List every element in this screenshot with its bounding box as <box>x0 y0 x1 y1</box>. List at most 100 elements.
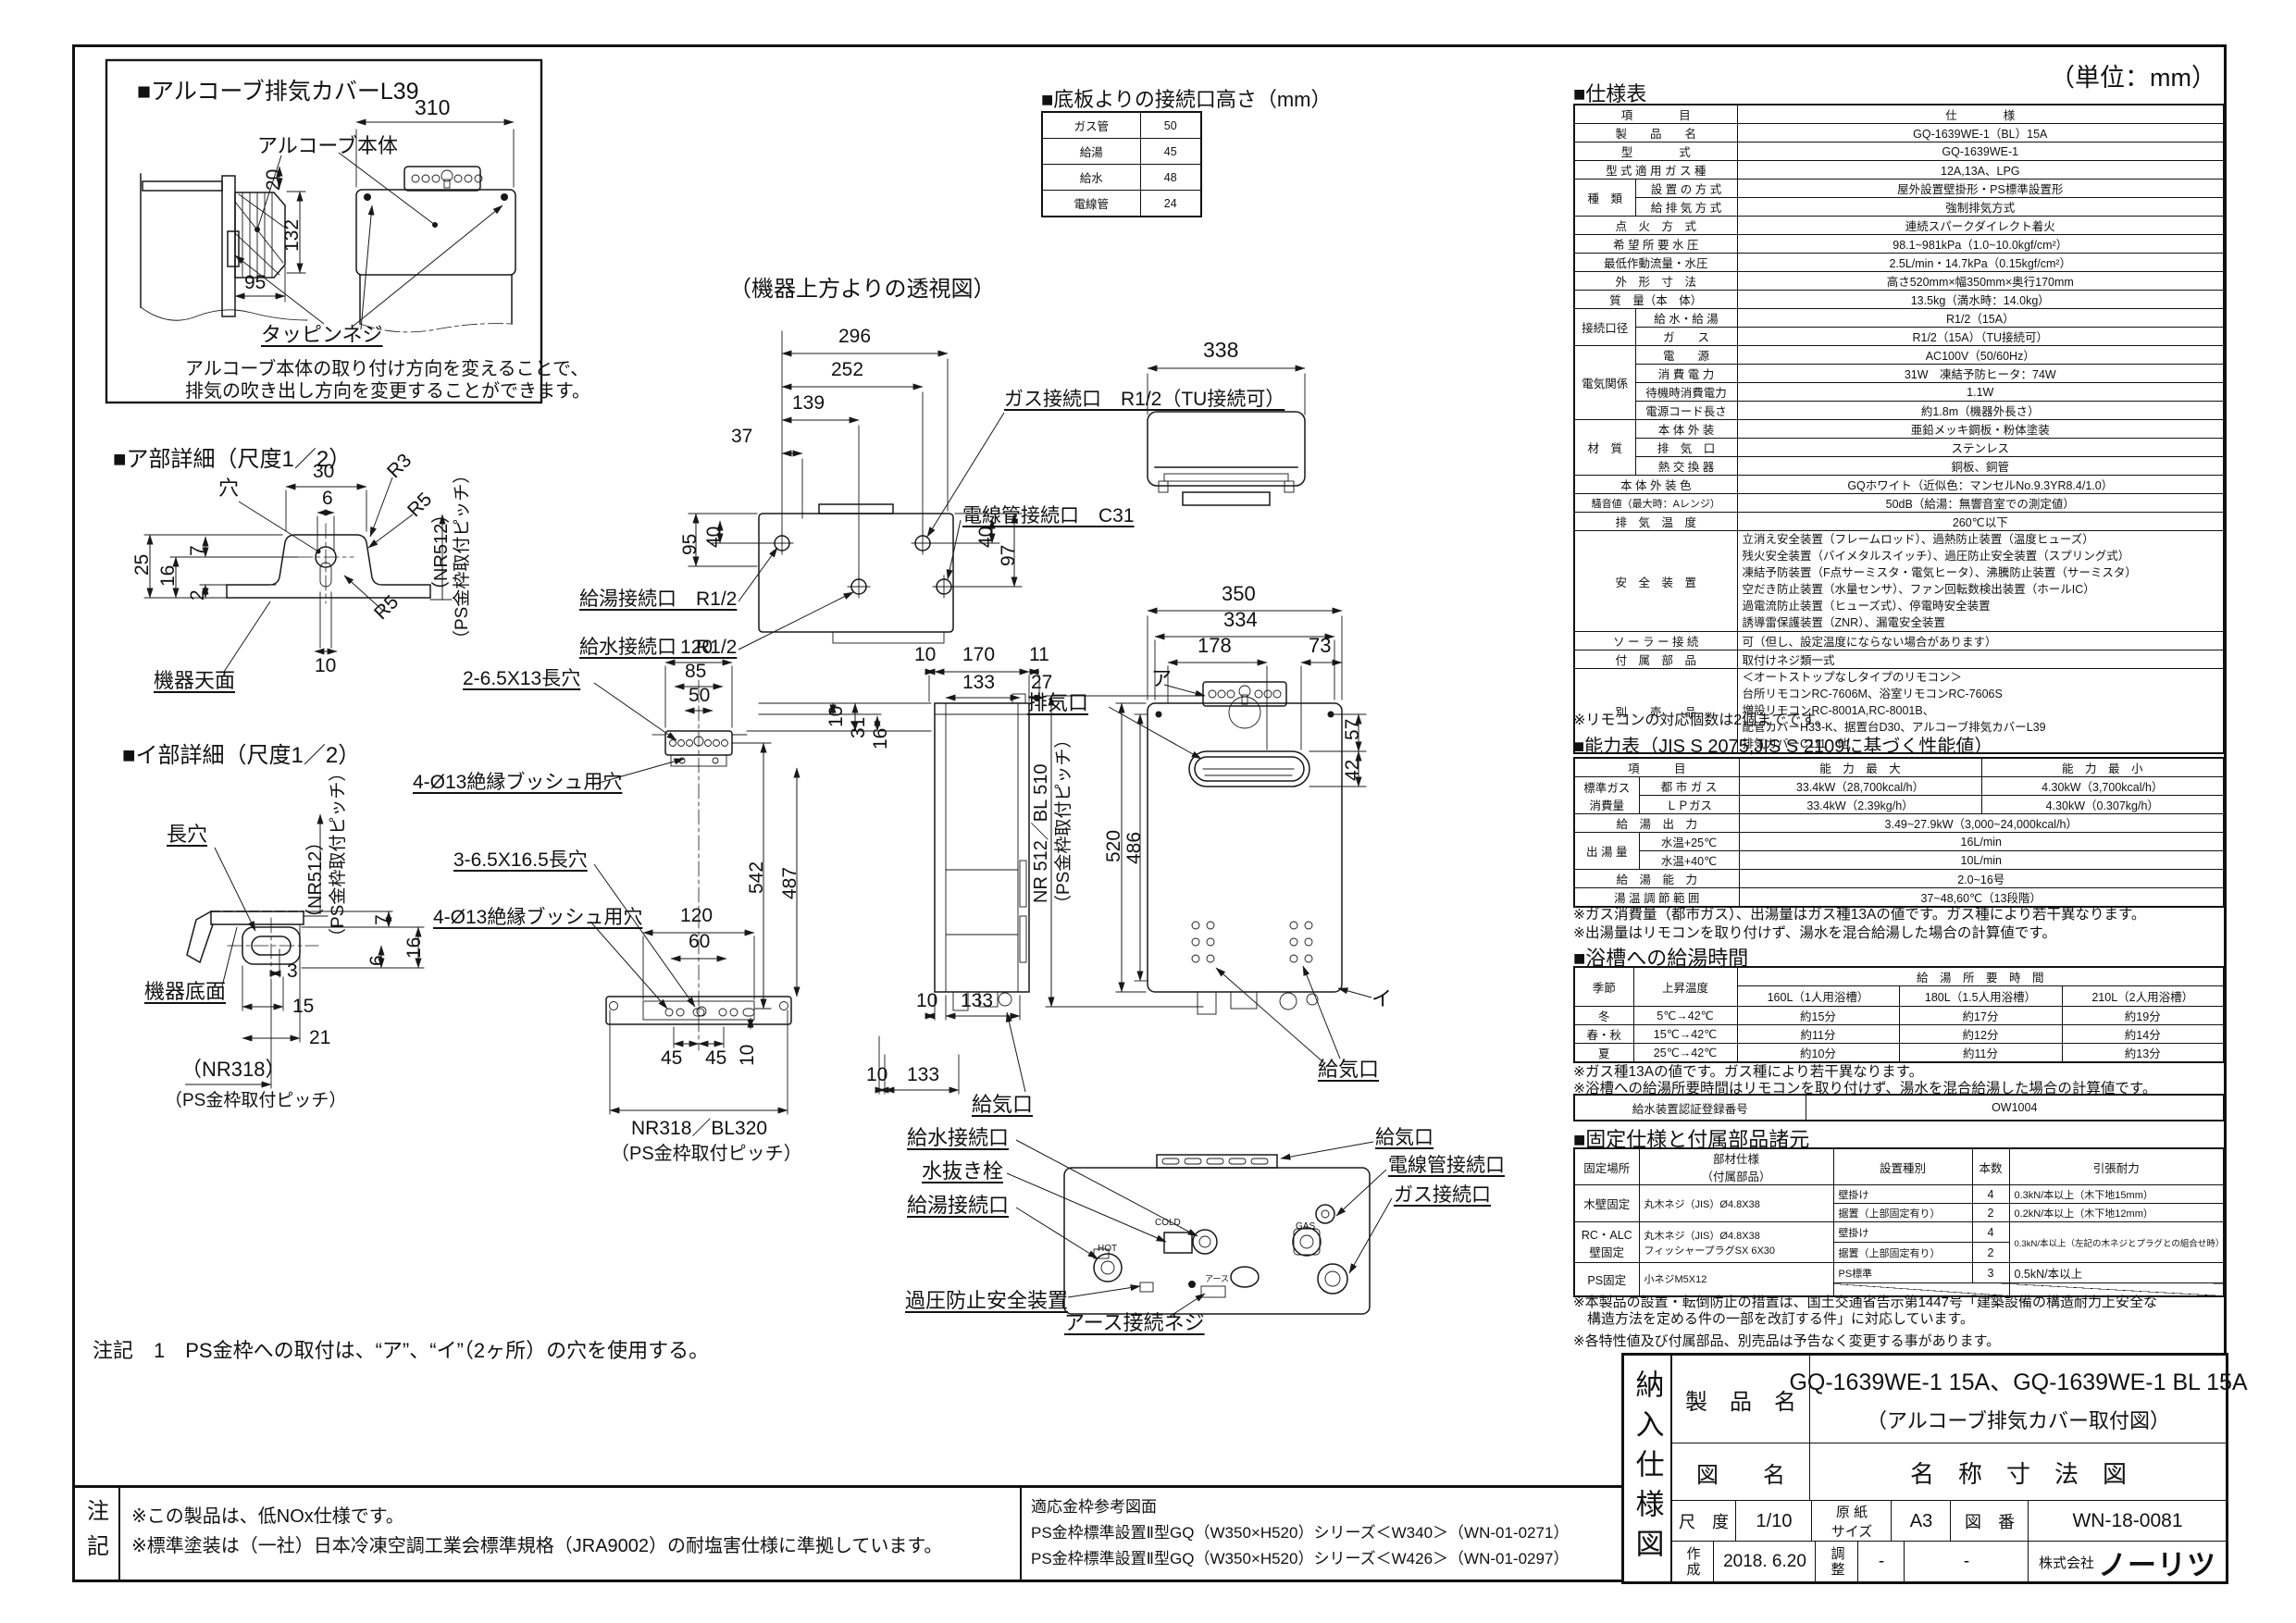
dim-label: 487 <box>779 866 800 899</box>
table-cell: 春・秋 <box>1573 1024 1634 1044</box>
intake-label-right: 給気口 <box>1375 1127 1433 1148</box>
intake-label-mid: 給気口 <box>972 1093 1034 1116</box>
drawing-number-label: 図 番 <box>1950 1500 2029 1542</box>
dim-label: （PS金枠取付ピッチ） <box>165 1091 347 1110</box>
title-block: 納入仕様図 製 品 名 GQ-1639WE-1 15A、GQ-1639WE-1 … <box>1621 1353 2248 1584</box>
dim-label: （NR512） <box>431 504 452 600</box>
hole-label-3: 3-6.5X16.5長穴 <box>453 849 588 871</box>
table-cell: 給 水・給 湯 <box>1634 308 1738 328</box>
dim-label: （PS金枠取付ピッチ） <box>611 1144 802 1164</box>
dim-label: 120 <box>680 905 714 926</box>
dim-label: 132 <box>281 218 303 252</box>
dim-label: 170 <box>962 644 996 665</box>
table-cell <box>2008 1282 2225 1296</box>
capacity-note-1: ※ガス消費量（都市ガス）、出湯量はガス種13Aの値です。ガス種により若干異なりま… <box>1573 907 2146 923</box>
table-cell: 2.5L/min・14.7kPa（0.15kgf/cm²） <box>1736 253 2225 272</box>
table-cell: 3 <box>1971 1262 2010 1283</box>
created-label: 作成 <box>1670 1541 1714 1582</box>
table-cell: 設 置 の 方 式 <box>1634 179 1738 198</box>
dim-label: 21 <box>309 1027 331 1048</box>
table-cell: 能 力 最 小 <box>1980 757 2225 777</box>
table-cell: 都 市 ガ ス <box>1638 776 1740 796</box>
frame-ref-1: PS金枠標準設置Ⅱ型GQ（W350×H520）シリーズ＜W340＞（WN-01-… <box>1031 1524 1570 1542</box>
alcove-note-2: 排気の吹き出し方向を変更することができます。 <box>185 381 590 402</box>
table-cell: 給 湯 出 力 <box>1573 813 1740 833</box>
table-cell: GQホワイト（近似色：マンセルNo.9.3YR8.4/1.0） <box>1736 475 2225 494</box>
table-cell: 31W 凍結予防ヒータ：74W <box>1736 364 2225 383</box>
table-cell: 0.3kN/本以上（左記の木ネジとプラグとの組合せ時） <box>2008 1221 2225 1263</box>
cold-conn-label: 給水接続口 R1/2 <box>579 637 738 658</box>
table-cell: 製 品 名 <box>1573 123 1738 142</box>
table-cell: 約12分 <box>1898 1024 2063 1044</box>
table-cell: 出 湯 量 <box>1573 832 1640 870</box>
hole-label-2: 4-Ø13絶縁ブッシュ用穴 <box>413 772 623 793</box>
revision-cell: - <box>1904 1541 2029 1582</box>
hole-label-4: 4-Ø13絶縁ブッシュ用穴 <box>433 907 643 928</box>
table-cell: 電気関係 <box>1573 345 1636 420</box>
dim-label: 95 <box>244 272 267 293</box>
table-cell: ガス管 <box>1041 111 1141 139</box>
dim-label: 10 <box>916 990 938 1011</box>
title-block-side-label: 納入仕様図 <box>1624 1356 1672 1581</box>
dim-label: 20 <box>263 168 284 191</box>
table-cell: 可（但し、設定温度にならない場合があります） <box>1736 631 2225 650</box>
table-cell: 木壁固定 <box>1573 1184 1640 1222</box>
dim-label: 37 <box>731 426 753 447</box>
hotwater-conn-label: 給湯接続口 <box>907 1194 1010 1217</box>
dim-label: 10 <box>866 1064 888 1085</box>
note-1: 注記 1 PS金枠への取付は、“ア”、“イ”（2ヶ所）の穴を使用する。 <box>93 1339 710 1362</box>
bath-table: 季節上昇温度給 湯 所 要 時 間 160L（1人用浴槽）180L（1.5人用浴… <box>1573 966 2225 1063</box>
dim-label: 45 <box>661 1047 683 1069</box>
table-cell: 260℃以下 <box>1736 512 2225 531</box>
dim-label: 334 <box>1223 608 1258 631</box>
unit-note: （単位：mm） <box>2050 64 2216 92</box>
table-cell: 24 <box>1139 190 1202 217</box>
dim-label: 27 <box>1031 672 1053 693</box>
table-cell: 仕 様 <box>1736 104 2225 124</box>
dim-label: （PS金枠取付ピッチ） <box>329 763 348 946</box>
dim-label: 40 <box>703 526 725 548</box>
dim-label: 40 <box>975 526 997 548</box>
intake-label-front: 給気口 <box>1318 1058 1380 1081</box>
company-logo: ノーリツ <box>2098 1548 2216 1581</box>
table-cell: 排 気 口 <box>1634 438 1738 457</box>
tapping-screw-label: タッピンネジ <box>261 323 383 346</box>
table-cell: OW1004 <box>1805 1094 2225 1121</box>
table-cell: 33.4kW（2.39kg/h） <box>1738 795 1982 814</box>
dim-label: 139 <box>792 392 825 414</box>
table-cell: 本 体 外 装 色 <box>1573 475 1738 494</box>
bath-title: ■浴槽への給湯時間 <box>1573 947 1749 970</box>
table-cell: AC100V（50/60Hz） <box>1736 345 2225 365</box>
drawing-name-label: 図 名 <box>1670 1443 1810 1501</box>
dim-label: 6 <box>366 955 388 966</box>
dim-label: NR 512／BL 510 <box>1031 763 1051 903</box>
table-cell: 約19分 <box>2061 1006 2225 1025</box>
table-cell: R1/2（15A）（TU接続可） <box>1736 327 2225 346</box>
table-cell: 引張耐力 <box>2008 1147 2225 1185</box>
table-cell: ＜オートストップなしタイプのリモコン＞台所リモコンRC-7606M、浴室リモコン… <box>1736 668 2225 754</box>
dim-label: HOT <box>1098 1244 1118 1254</box>
table-cell: 連続スパークダイレクト着火 <box>1736 216 2225 235</box>
table-cell: 騒音値（最大時：Aレンジ） <box>1573 493 1738 513</box>
table-cell: 希 望 所 要 水 圧 <box>1573 234 1738 254</box>
frame-reference-cell: 適応金枠参考図面 PS金枠標準設置Ⅱ型GQ（W350×H520）シリーズ＜W34… <box>1020 1488 1623 1580</box>
dim-label: 16 <box>157 564 179 587</box>
dim-label: 252 <box>831 359 864 380</box>
dim-label: 95 <box>679 533 701 555</box>
dim-label: 350 <box>1222 582 1256 605</box>
table-cell: 給 排 気 方 式 <box>1634 197 1738 217</box>
table-cell: 型 式 適 用 ガ ス 種 <box>1573 160 1738 180</box>
bottom-note-bar: 注記 ※この製品は、低NOx仕様です。 ※標準塗装は（一社）日本冷凍空調工業会標… <box>72 1485 1621 1580</box>
table-cell: 4 <box>1971 1221 2010 1243</box>
table-cell: 湯 温 調 節 範 囲 <box>1573 887 1740 908</box>
dim-label: 520 <box>1103 829 1124 862</box>
note-bar-heading: 注記 <box>72 1488 120 1580</box>
sheet-border <box>72 44 2227 1582</box>
bath-note-1: ※ガス種13Aの値です。ガス種により若干異なります。 <box>1573 1064 1924 1080</box>
table-cell: ガ ス <box>1634 327 1738 346</box>
table-cell: 銅板、銅管 <box>1736 456 2225 476</box>
dim-label: 310 <box>415 95 451 119</box>
